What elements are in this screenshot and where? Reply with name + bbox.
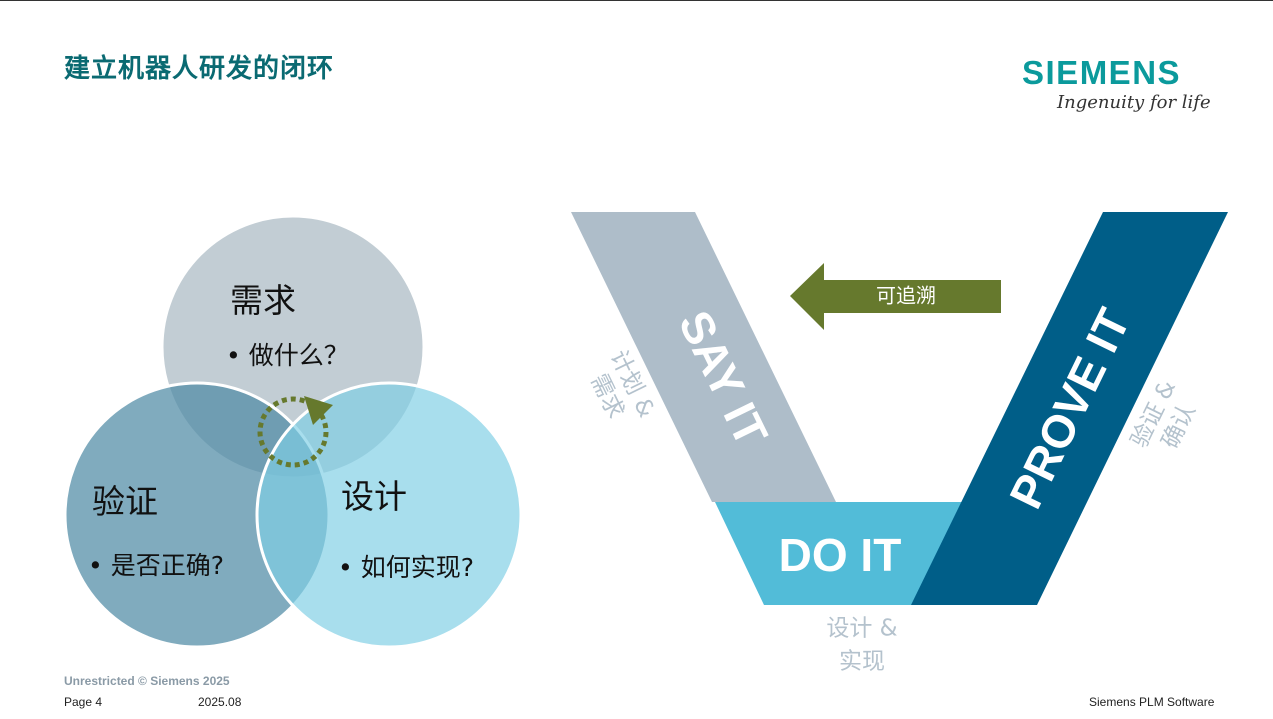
- do-it-band: [715, 502, 962, 605]
- logo-tagline: Ingenuity for life: [1057, 92, 1211, 113]
- traceability-arrow: 可追溯: [790, 263, 1001, 330]
- prove-it-band: [911, 212, 1228, 605]
- page-number: Page 4: [64, 695, 103, 709]
- design-circle: [255, 381, 523, 649]
- circular-arrow-icon: [257, 396, 333, 468]
- say-it-band: [571, 212, 836, 502]
- do-it-label: DO IT: [779, 529, 902, 581]
- company-name: Siemens PLM Software: [1089, 695, 1215, 709]
- svg-text:设计 &: 设计 &: [826, 616, 897, 642]
- venn-diagram: [63, 214, 523, 649]
- svg-text:实现: 实现: [839, 649, 885, 675]
- say-side-note: 计划 & 需求: [585, 346, 659, 422]
- traceability-label: 可追溯: [876, 284, 936, 308]
- siemens-logo: SIEMENS: [1022, 54, 1182, 91]
- top-rule: [0, 0, 1273, 1]
- verification-title: 验证: [92, 482, 158, 521]
- copyright-notice: Unrestricted © Siemens 2025: [64, 674, 230, 688]
- page-title: 建立机器人研发的闭环: [64, 54, 335, 84]
- verification-bullet: • 是否正确?: [88, 551, 224, 580]
- design-title: 设计: [341, 477, 407, 516]
- design-bullet: • 如何实现?: [338, 553, 474, 582]
- v-model-diagram: SAY IT DO IT PROVE IT 可追溯 计划 & 需求 验证 & 确…: [571, 212, 1228, 675]
- date-stamp: 2025.08: [198, 695, 242, 709]
- requirement-title: 需求: [230, 281, 296, 320]
- do-side-note: 设计 & 实现: [826, 616, 897, 675]
- requirement-bullet: • 做什么？: [226, 341, 349, 370]
